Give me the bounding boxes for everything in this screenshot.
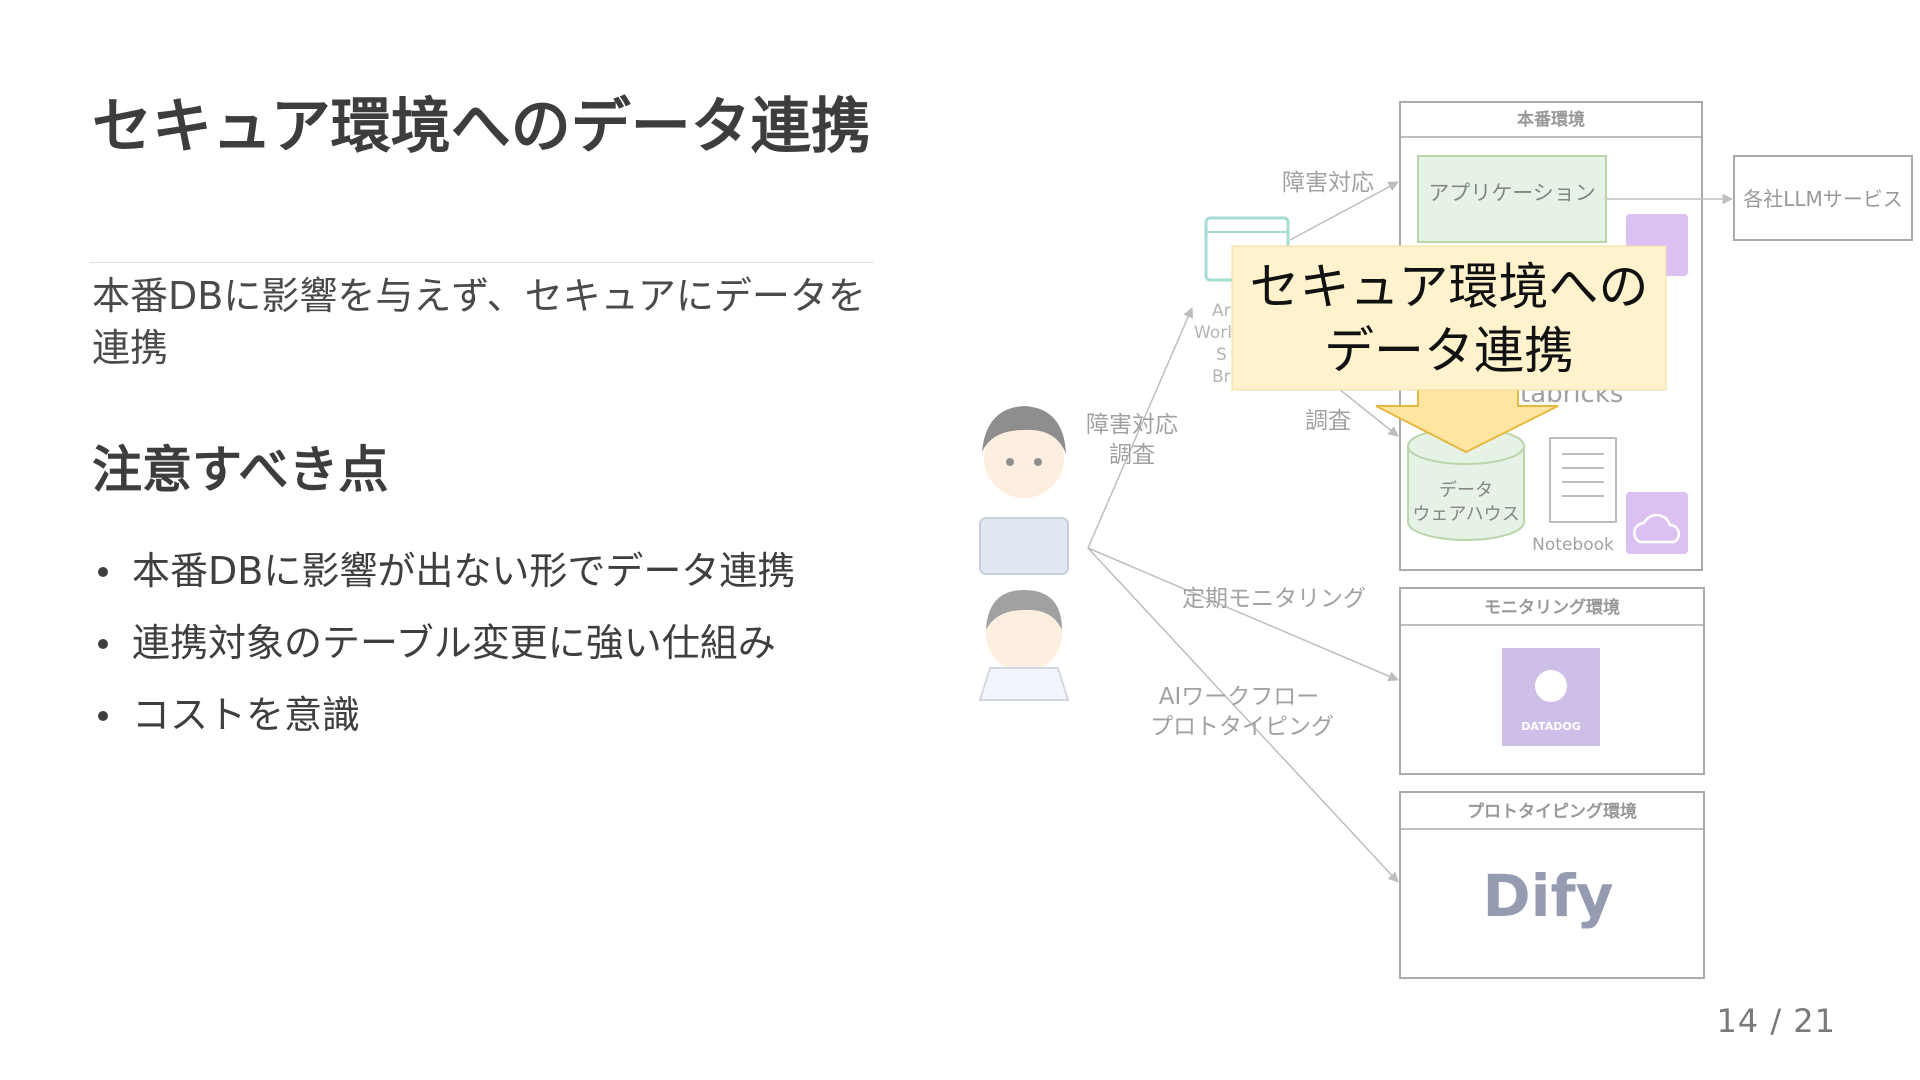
application-label: アプリケーション — [1428, 181, 1596, 205]
callout-line1: セキュア環境への — [1250, 258, 1649, 316]
notebook-icon — [1550, 438, 1616, 522]
bullet-item: 本番DBに影響が出ない形でデータ連携 — [92, 535, 795, 607]
edge-label-incident-investigate: 調査 — [1109, 442, 1155, 468]
user-icon — [980, 590, 1068, 700]
page-indicator: 14 / 21 — [1716, 1002, 1836, 1040]
title-divider — [90, 262, 874, 263]
workspace-partial: S — [1216, 345, 1227, 365]
edge-label-incident: 障害対応 — [1282, 170, 1374, 196]
svg-text:ウェアハウス: ウェアハウス — [1412, 504, 1519, 525]
diagram-body: 本番環境 アプリケーション tabricks データ ウェアハウス Notebo… — [980, 102, 1912, 978]
edge-label-ai-workflow: プロトタイピング — [1150, 714, 1334, 740]
bullet-item: 連携対象のテーブル変更に強い仕組み — [92, 607, 795, 679]
datadog-label: DATADOG — [1521, 720, 1580, 733]
llm-service-label: 各社LLMサービス — [1743, 187, 1903, 211]
edge-label-investigate: 調査 — [1305, 408, 1351, 434]
architecture-diagram: 本番環境 アプリケーション tabricks データ ウェアハウス Notebo… — [960, 90, 1920, 990]
notebook-label: Notebook — [1532, 535, 1614, 555]
bullet-item: コストを意識 — [92, 679, 795, 751]
slide-subtitle: 本番DBに影響を与えず、セキュアにデータを連携 — [92, 270, 872, 374]
edge-to-monitoring — [1088, 548, 1398, 680]
edge-label-monitoring: 定期モニタリング — [1182, 586, 1366, 612]
monitoring-env-title: モニタリング環境 — [1484, 597, 1620, 618]
slide-title: セキュア環境へのデータ連携 — [92, 88, 872, 166]
prototyping-env-title: プロトタイピング環境 — [1467, 801, 1637, 822]
cloud-icon — [1626, 492, 1688, 554]
edge-label-incident-investigate: 障害対応 — [1086, 412, 1178, 438]
svg-text:データ: データ — [1439, 480, 1493, 501]
bullet-list: 本番DBに影響が出ない形でデータ連携 連携対象のテーブル変更に強い仕組み コスト… — [92, 535, 795, 751]
user-icon — [980, 406, 1068, 574]
edge-label-ai-workflow: AIワークフロー — [1159, 684, 1320, 710]
section-heading: 注意すべき点 — [92, 430, 389, 502]
workspace-partial: Worl — [1194, 323, 1232, 343]
callout-line2: データ連携 — [1324, 322, 1574, 380]
dify-logo: Dify — [1482, 862, 1613, 930]
prod-env-title: 本番環境 — [1517, 109, 1585, 130]
workspace-partial: Br — [1212, 367, 1231, 387]
workspace-partial: Ar — [1212, 301, 1231, 321]
